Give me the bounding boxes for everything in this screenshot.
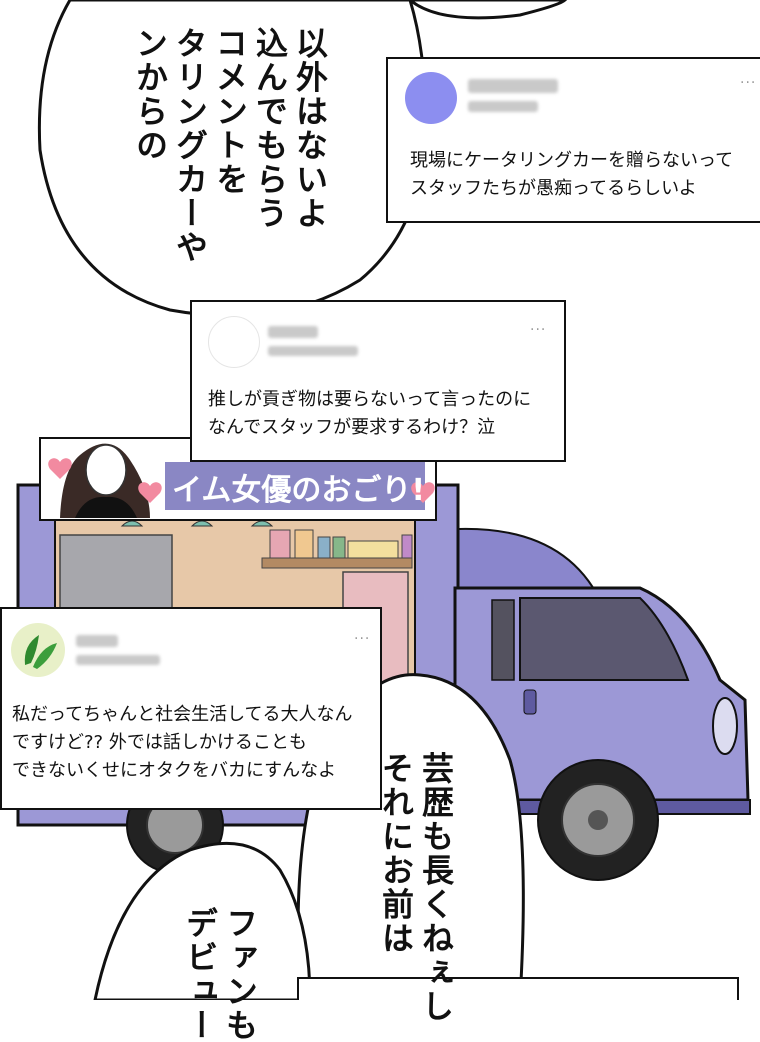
more-icon[interactable]: ··· — [740, 75, 757, 91]
avatar — [208, 316, 260, 368]
bubble-line: タリングカーや — [171, 26, 209, 265]
truck-door-handle — [523, 689, 537, 715]
more-icon[interactable]: ··· — [530, 322, 547, 338]
avatar — [405, 72, 457, 124]
bubble-line: コメントを — [211, 26, 249, 197]
lamp — [120, 520, 144, 527]
bubble-line: 以外はないよ — [291, 26, 329, 231]
post-body: 推しが貢ぎ物は要らないって言ったのに なんでスタッフが要求するわけ？泣 — [208, 389, 532, 438]
username-blurred — [268, 326, 318, 338]
avatar — [11, 623, 65, 677]
speech-bubble-bottom — [93, 841, 312, 1000]
post-card: ··· 私だってちゃんと社会生活してる大人なん ですけど?? 外では話しかけるこ… — [0, 607, 382, 810]
post-card: ··· 推しが貢ぎ物は要らないって言ったのに なんでスタッフが要求するわけ？泣 — [190, 300, 566, 462]
jar — [294, 529, 314, 559]
truck-headlight — [712, 697, 738, 755]
truck-side-window — [491, 599, 515, 681]
speech-bubble-top-right — [407, 0, 568, 20]
comic-panel-art — [16, 0, 751, 1000]
banner-text: イム女優のおごり! — [172, 473, 426, 508]
post-body: 現場にケータリングカーを贈らないって スタッフたちが愚痴ってるらしいよ — [410, 150, 734, 199]
leaf-icon — [24, 635, 57, 669]
heart-icon — [411, 482, 435, 503]
jar — [317, 536, 331, 559]
heart-icon — [48, 458, 72, 479]
front-wheel-hub — [588, 810, 608, 830]
post-card: ··· 現場にケータリングカーを贈らないって スタッフたちが愚痴ってるらしいよ — [386, 57, 760, 223]
partial-post-card — [297, 977, 739, 1000]
jar — [269, 529, 291, 559]
handle-blurred — [468, 101, 538, 112]
bubble-line: ファンも — [221, 906, 259, 1042]
truck-window — [519, 597, 690, 681]
heart-icon — [138, 482, 162, 503]
truck-fridge — [59, 534, 173, 616]
handle-blurred — [268, 346, 358, 356]
username-blurred — [76, 635, 118, 647]
handle-blurred — [76, 655, 160, 665]
lamp — [250, 520, 274, 527]
bubble-line: デビュー — [181, 906, 219, 1042]
username-blurred — [468, 79, 558, 93]
bubble-line: 芸歴も長くねぇし — [417, 751, 455, 1024]
portrait-face — [85, 444, 127, 496]
more-icon[interactable]: ··· — [354, 631, 371, 647]
banner-text-bg — [165, 462, 425, 510]
bubble-top-text: 以外はないよ 込んでもらう コメントを タリングカーや ンからの — [130, 0, 370, 264]
portrait-clothes — [75, 496, 137, 518]
box — [347, 540, 399, 559]
bubble-line: 込んでもらう — [251, 26, 289, 231]
truck-shelf — [261, 557, 413, 569]
bubble-mid-text: 芸歴も長くねぇし それにお前は — [376, 725, 496, 1023]
lamp — [190, 520, 214, 527]
jar — [401, 534, 413, 559]
bubble-line: それにお前は — [377, 751, 415, 956]
bubble-line: ンからの — [131, 26, 169, 163]
post-body: 私だってちゃんと社会生活してる大人なん ですけど?? 外では話しかけることも で… — [12, 704, 353, 781]
jar — [332, 536, 346, 559]
bubble-bottom-text: ファンも デビュー — [180, 880, 300, 1042]
